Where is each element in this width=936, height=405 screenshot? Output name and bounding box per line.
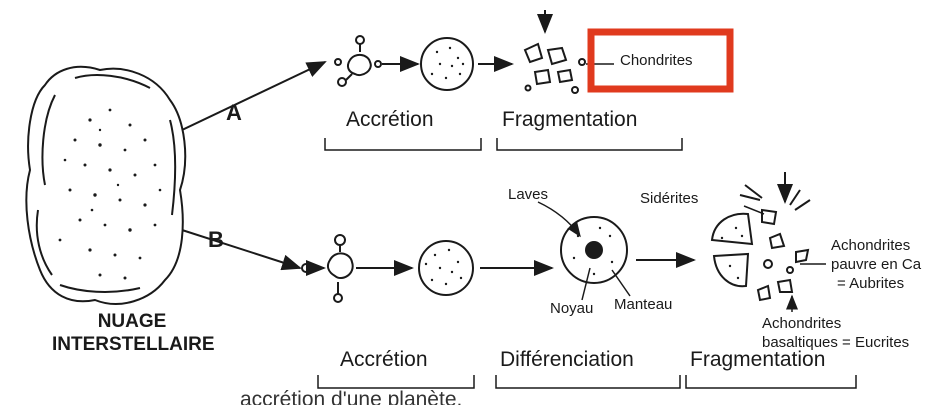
branch-a-stage-accretion: Accrétion [346,108,434,132]
branch-b-stage-fragmentation: Fragmentation [690,348,825,372]
manteau-label: Manteau [614,296,672,313]
branch-b-label: B [208,227,224,253]
cropped-caption: accrétion d'une planète. [240,388,462,405]
chondrites-label: Chondrites [620,52,693,69]
aubrites-line3: = Aubrites [831,274,921,293]
siderites-label: Sidérites [640,190,698,207]
branch-b-aggregate [302,235,353,302]
aubrites-line1: Achondrites [831,236,921,255]
branch-a-stage-fragmentation: Fragmentation [502,108,637,132]
branch-b-fragments [712,172,810,300]
laves-label: Laves [508,186,548,203]
aubrites-line2: pauvre en Ca [831,255,921,274]
branch-b-planetesimal [419,241,473,295]
branch-b-stage-accretion: Accrétion [340,348,428,372]
aubrites-label: Achondrites pauvre en Ca = Aubrites [831,236,921,293]
branch-a-planetesimal [421,38,473,90]
branch-b-stage-differenciation: Différenciation [500,348,634,372]
cloud-label-line2: INTERSTELLAIRE [52,333,212,356]
branch-a-fragments [525,10,585,93]
branch-a-label: A [226,100,242,126]
noyau-label: Noyau [550,300,593,317]
differentiated-body [561,217,627,283]
branch-a-arrow [182,62,325,130]
cloud-label-line1: NUAGE [52,310,212,333]
eucrites-label: Achondrites basaltiques = Eucrites [762,314,909,352]
interstellar-cloud [26,67,185,304]
branch-a-aggregate [335,36,381,86]
eucrites-line1: Achondrites [762,314,909,333]
branch-b-arrow [182,230,300,268]
cloud-dust [59,109,162,280]
cloud-label: NUAGE INTERSTELLAIRE [52,310,212,356]
